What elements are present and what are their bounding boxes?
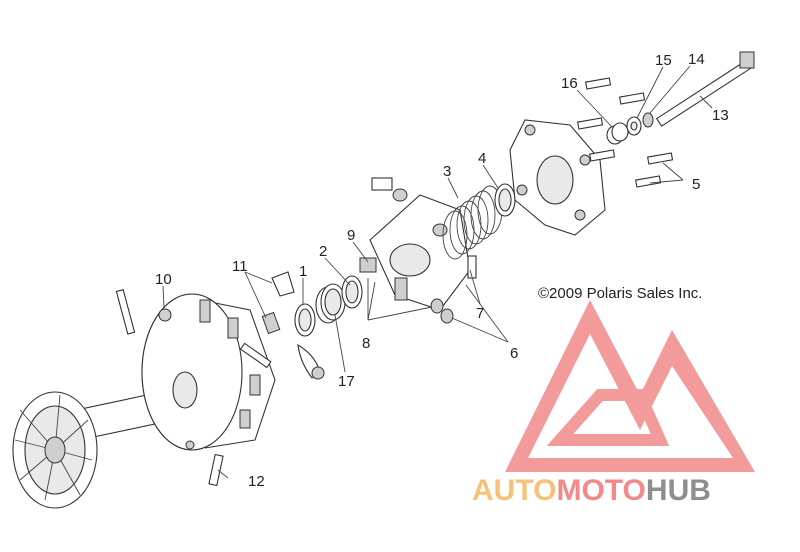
watermark-logo [505, 300, 755, 472]
spider-cam-9 [359, 177, 471, 311]
pin-12 [185, 440, 224, 487]
pin-10 [115, 289, 172, 335]
callout-4: 4 [478, 150, 486, 167]
callout-14: 14 [688, 51, 705, 68]
washer-15 [626, 116, 642, 136]
callout-9: 9 [347, 227, 355, 244]
copyright-text: ©2009 Polaris Sales Inc. [538, 285, 702, 302]
weight-arms-11 [271, 271, 325, 380]
bushing-1 [294, 303, 316, 337]
callout-8: 8 [362, 335, 370, 352]
roller-pins [239, 311, 281, 369]
leader-lines [162, 65, 713, 479]
callout-6: 6 [510, 345, 518, 362]
callout-10: 10 [155, 271, 172, 288]
watermark-wordmark: AUTOMOTOHUB [472, 474, 711, 507]
bolt-13 [655, 51, 755, 127]
callout-15: 15 [655, 52, 672, 69]
watermark-hub: HUB [646, 474, 711, 507]
spacer-16 [606, 122, 629, 145]
callout-11: 11 [232, 258, 248, 275]
cover-plate [509, 119, 606, 236]
callout-13: 13 [712, 107, 729, 124]
callout-labels: 1 2 3 4 5 6 7 8 9 10 11 12 13 14 15 16 1… [155, 51, 729, 490]
bushing-4 [494, 183, 516, 217]
callout-3: 3 [443, 163, 451, 180]
washer-2 [341, 275, 363, 309]
callout-5: 5 [692, 176, 700, 193]
callout-17: 17 [338, 373, 355, 390]
watermark-moto: MOTO [556, 474, 645, 507]
rollers-6 [430, 255, 477, 324]
washer-14 [642, 112, 654, 128]
movable-sheave [141, 293, 276, 451]
spacer-17 [315, 283, 346, 324]
watermark-auto: AUTO [472, 474, 556, 507]
callout-16: 16 [561, 75, 578, 92]
callout-12: 12 [248, 473, 265, 490]
bolts-5 [577, 77, 674, 188]
callout-2: 2 [319, 243, 327, 260]
fan-sheave [12, 390, 173, 509]
svg-text:AUTOMOTOHUB: AUTOMOTOHUB [472, 474, 711, 507]
callout-7: 7 [476, 305, 484, 322]
callout-1: 1 [299, 263, 307, 280]
